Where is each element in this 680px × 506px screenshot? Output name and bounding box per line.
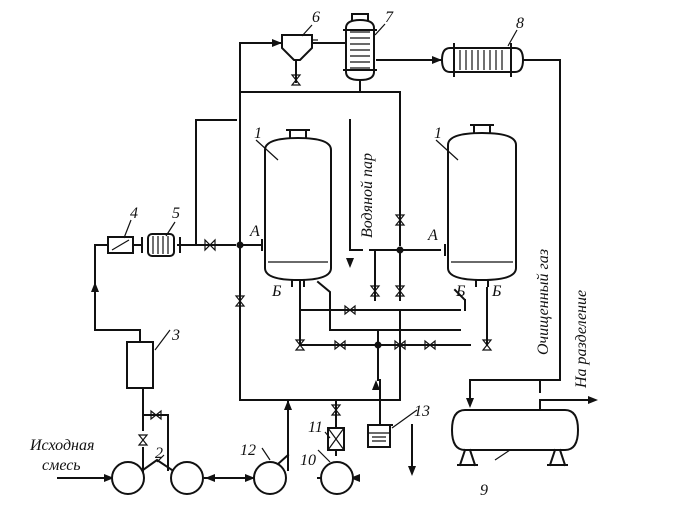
feed-label-line2: смесь <box>42 457 81 474</box>
apparatus-3 <box>126 341 154 389</box>
vessel-13 <box>367 424 391 448</box>
label-1-right: 1 <box>434 125 442 142</box>
device-4 <box>107 236 134 254</box>
point-b-left: Б <box>271 283 282 300</box>
label-3: 3 <box>171 327 180 344</box>
number-labels: 1 1 2 3 4 5 6 7 8 9 10 11 12 13 <box>130 9 524 499</box>
flow-arrows <box>91 39 598 482</box>
pump-group-2 <box>111 458 204 495</box>
label-4: 4 <box>130 205 138 222</box>
condenser-7 <box>343 13 377 82</box>
point-a-left: A <box>249 223 260 240</box>
point-b-mid: Б <box>455 283 466 300</box>
adsorber-1-left <box>261 129 332 287</box>
purified-gas-label: Очищенный газ <box>535 249 552 355</box>
valves <box>137 74 493 446</box>
steam-label: Водяной пар <box>359 153 376 238</box>
label-6: 6 <box>312 9 320 26</box>
label-5: 5 <box>172 205 180 222</box>
adsorber-1-right <box>444 124 517 287</box>
pump-12 <box>253 453 290 495</box>
leader-lines <box>123 23 518 463</box>
label-9: 9 <box>480 482 488 499</box>
separator-6 <box>281 34 318 61</box>
stream-labels: Исходная смесь Водяной пар Очищенный газ… <box>29 153 590 474</box>
label-11: 11 <box>308 419 323 436</box>
filter-11 <box>327 427 345 451</box>
label-10: 10 <box>300 452 316 469</box>
point-labels: A A Б Б Б <box>249 223 502 300</box>
heat-exchanger-5 <box>141 233 181 257</box>
label-12: 12 <box>240 442 256 459</box>
pump-10 <box>320 461 354 495</box>
label-8: 8 <box>516 15 524 32</box>
label-2: 2 <box>155 445 163 462</box>
receiver-9 <box>450 399 580 467</box>
point-a-right: A <box>427 227 438 244</box>
point-b-right: Б <box>491 283 502 300</box>
to-separation-label: На разделение <box>573 290 590 389</box>
cooler-8 <box>440 43 525 77</box>
label-1-left: 1 <box>254 125 262 142</box>
junctions <box>236 241 404 349</box>
feed-label-line1: Исходная <box>29 437 94 454</box>
label-13: 13 <box>414 403 430 420</box>
label-7: 7 <box>385 9 394 26</box>
